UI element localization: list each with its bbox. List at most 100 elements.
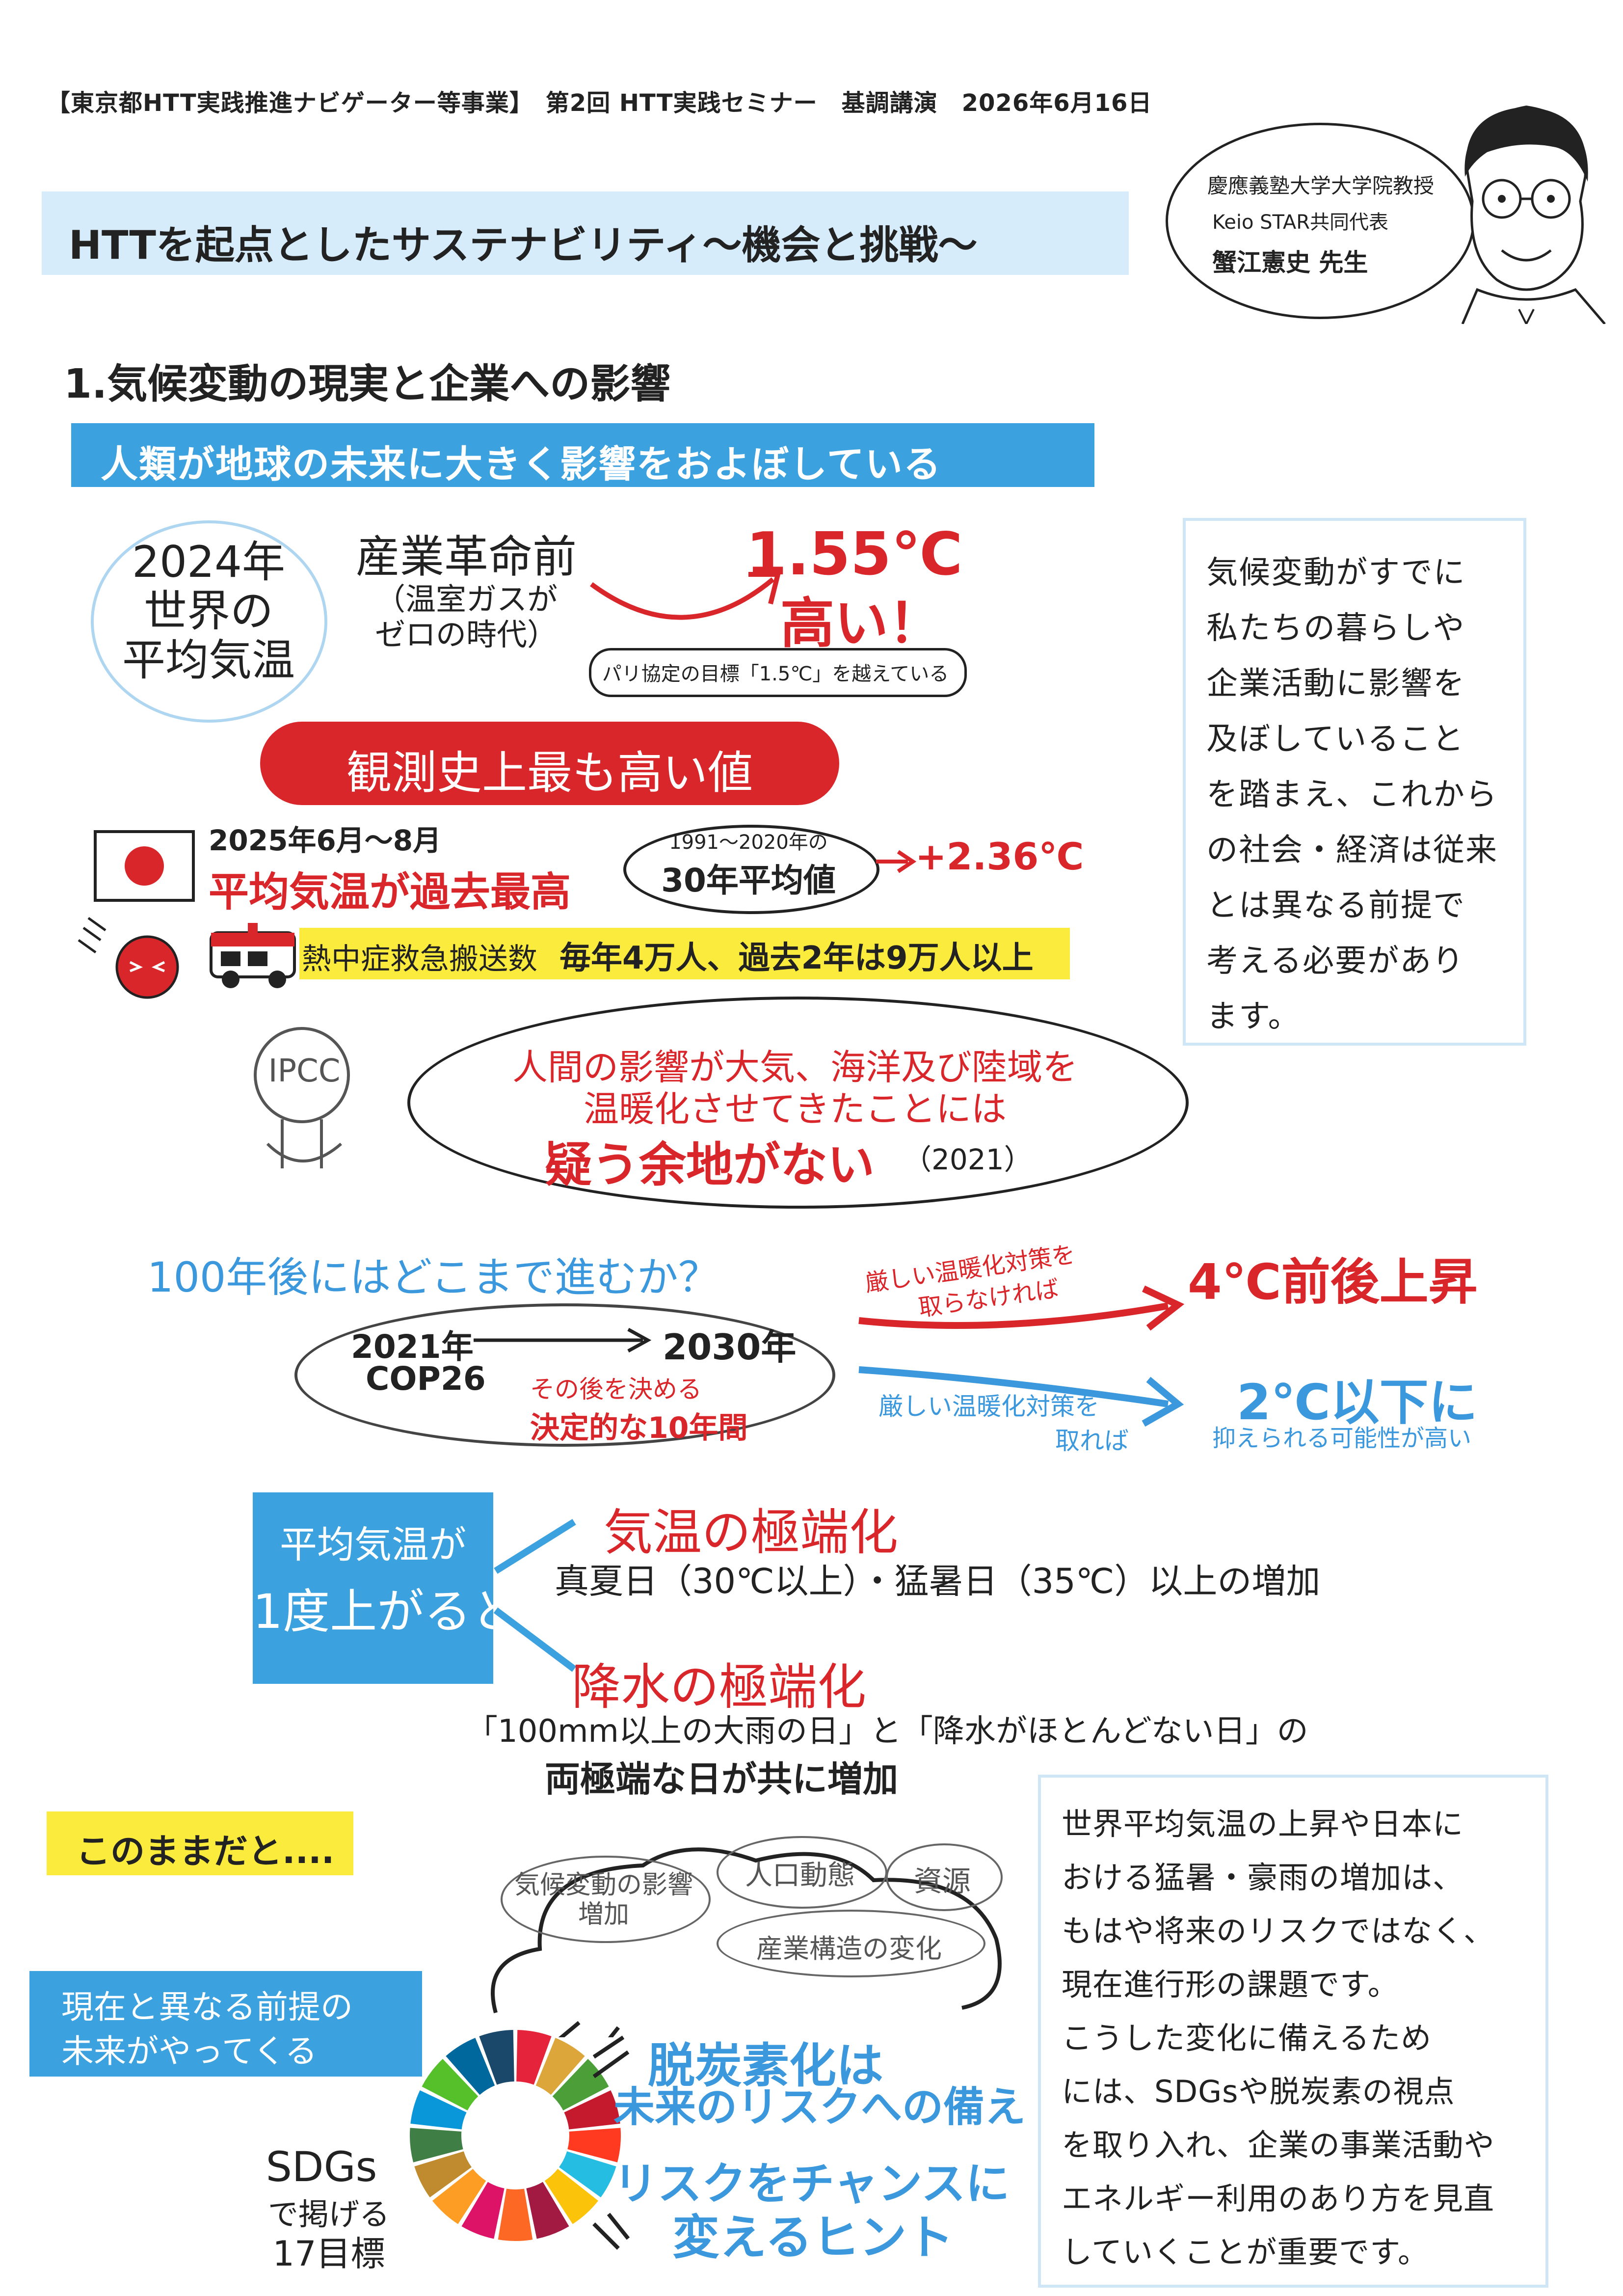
future-question: 100年後にはどこまで進むか？ [147, 1253, 719, 1301]
page-title: HTTを起点としたサステナビリティ〜機会と挑戦〜 [69, 222, 978, 268]
branch-lines-icon [493, 1519, 577, 1672]
bubble-resources [886, 1843, 1003, 1911]
banner-text: 人類が地球の未来に大きく影響をおよぼしている [101, 442, 942, 486]
heatstroke-value: 毎年4万人、過去2年は9万人以上 [559, 940, 1034, 976]
ipcc-l1: 人間の影響が大気、海洋及び陸域を [512, 1047, 1078, 1088]
ipcc-bubble [407, 997, 1189, 1209]
different-future-box [29, 1971, 422, 2077]
preindustrial-title: 産業革命前 [356, 531, 577, 583]
sdgs-l3: 17目標 [272, 2234, 385, 2274]
side-note-1-line: の社会・経済は従来 [1206, 832, 1498, 868]
paris-note: パリ協定の目標「1.5℃」を越えている [602, 663, 949, 685]
arrow-right-icon [876, 850, 917, 873]
ipcc-year: （2021） [903, 1143, 1033, 1176]
paris-note-bubble [589, 648, 967, 697]
speaker-portrait-icon [1461, 106, 1606, 324]
extreme-rain: 降水の極端化 [572, 1658, 866, 1716]
sdg-wheel-segment [564, 2090, 620, 2130]
heatstroke-highlight [299, 928, 1070, 979]
speaker-name: 蟹江憲史 先生 [1212, 248, 1368, 277]
japan-period: 2025年6月〜8月 [209, 824, 442, 857]
sdg-wheel-segment [535, 2038, 585, 2095]
side-note-1-line: とは異なる前提で [1206, 888, 1465, 924]
preindustrial-l3: ゼロの時代） [374, 617, 558, 652]
side-note-2-line: を取り入れ、企業の事業活動や [1062, 2127, 1495, 2163]
extreme-temp: 気温の極端化 [604, 1504, 898, 1561]
world-temp-label: 2024年 世界の 平均気温 [98, 538, 319, 685]
chance-l1: リスクをチャンスに [613, 2158, 1010, 2210]
side-note-2-line: 現在進行形の課題です。 [1062, 1967, 1399, 2002]
sdg-wheel-segment [567, 2128, 621, 2162]
ipcc-l3: 疑う余地がない [545, 1137, 875, 1192]
speaker-affiliation: 慶應義塾大学大学院教授 [1207, 174, 1435, 198]
side-note-1: 気候変動がすでに 私たちの暮らしや 企業活動に影響を 及ぼしていること を踏まえ… [1183, 518, 1526, 1046]
cop-name: COP26 [366, 1360, 486, 1398]
side-note-2-line: もはや将来のリスクではなく、 [1062, 1913, 1495, 1949]
if-continue: このままだと.... [76, 1831, 335, 1871]
event-header: 【東京都HTT実践推進ナビゲーター等事業】 第2回 HTT実践セミナー 基調講演… [47, 89, 1152, 117]
section-heading: 1.気候変動の現実と企業への影響 [64, 361, 671, 407]
sdg-wheel-segment [446, 2038, 495, 2095]
decarb-l1: 脱炭素化は [648, 2038, 883, 2093]
decisive-l1: その後を決める [530, 1375, 702, 1404]
sdg-wheel-segment [414, 2151, 472, 2198]
ipcc-label: IPCC [268, 1053, 341, 1089]
different-future-l2: 未来がやってくる [61, 2032, 318, 2070]
action-result: 2℃以下に [1237, 1374, 1478, 1431]
speaker-bubble [1166, 123, 1475, 319]
different-future-l1: 現在と異なる前提の [61, 1988, 353, 2026]
record-banner [260, 722, 839, 805]
baseline-oval [623, 825, 879, 914]
baseline-l1: 1991〜2020年の [669, 831, 828, 854]
side-note-2: 世界平均気温の上昇や日本に おける猛暑・豪雨の増加は、 もはや将来のリスクではな… [1038, 1775, 1548, 2288]
sdgs-l2: で掲げる [267, 2196, 390, 2232]
world-temp-avg: 平均気温 [122, 635, 295, 685]
cop-arrow-icon [474, 1327, 652, 1353]
sdg-wheel-segment [461, 2182, 505, 2239]
ipcc-figure-icon [254, 1027, 350, 1168]
bubble-industry-text: 産業構造の変化 [756, 1933, 942, 1964]
side-note-2-line: こうした変化に備えるため [1062, 2020, 1432, 2056]
sdg-wheel-segment [498, 2188, 533, 2241]
sdg-wheel-segment [552, 2059, 609, 2111]
side-note-1-line: 考える必要があり [1206, 943, 1465, 979]
sdg-wheel-icon [410, 2030, 621, 2241]
section-banner: 人類が地球の未来に大きく影響をおよぼしている [71, 423, 1094, 487]
hot-face-icon [78, 917, 179, 999]
rise-word: 高い！ [780, 592, 942, 655]
japan-flag-icon [94, 830, 195, 902]
decarb-l2: 未来のリスクへの備え [613, 2083, 1026, 2131]
sdg-wheel-segment [544, 2169, 598, 2224]
sdg-wheel-segment [559, 2151, 616, 2198]
sdg-wheel-segment [479, 2030, 514, 2085]
sdgs-l1: SDGs [266, 2143, 377, 2191]
action-l1: 厳しい温暖化対策を [878, 1392, 1099, 1421]
ipcc-l2: 温暖化させてきたことには [584, 1088, 1007, 1130]
scenario-arrows-icon [858, 1285, 1185, 1427]
preindustrial-block: 産業革命前 （温室ガスが ゼロの時代） [344, 533, 589, 652]
world-temp-world: 世界の [143, 586, 273, 636]
sdg-wheel-segment [410, 2090, 467, 2130]
japan-record: 平均気温が過去最高 [209, 869, 571, 916]
cop-year: 2021年 [351, 1328, 474, 1366]
if-continue-box [47, 1811, 353, 1875]
emphasis-lines-icon [592, 2035, 630, 2250]
rise-value: 1.55℃ [746, 520, 963, 589]
side-note-1-line: 私たちの暮らしや [1206, 610, 1465, 647]
bubble-industry [717, 1910, 985, 1977]
chance-l2: 変えるヒント [672, 2210, 954, 2265]
one-degree-l2: 1度上がると [253, 1584, 519, 1639]
action-note: 抑えられる可能性が高い [1212, 1425, 1472, 1452]
speaker-role: Keio STAR共同代表 [1212, 211, 1389, 234]
world-temp-year: 2024年 [132, 537, 285, 587]
side-note-1-line: 気候変動がすでに [1206, 555, 1466, 591]
no-action-result: 4℃前後上昇 [1188, 1253, 1478, 1311]
side-note-1-line: 及ぼしていること [1206, 721, 1465, 757]
sdg-wheel-segment [516, 2030, 552, 2085]
rise-arrow-icon [590, 572, 781, 620]
sdg-wheel-segment [432, 2169, 486, 2224]
decisive-l2: 決定的な10年間 [530, 1411, 748, 1445]
cop26-oval [294, 1303, 835, 1447]
ambulance-icon [210, 923, 296, 988]
title-box: HTTを起点としたサステナビリティ〜機会と挑戦〜 [42, 191, 1129, 275]
